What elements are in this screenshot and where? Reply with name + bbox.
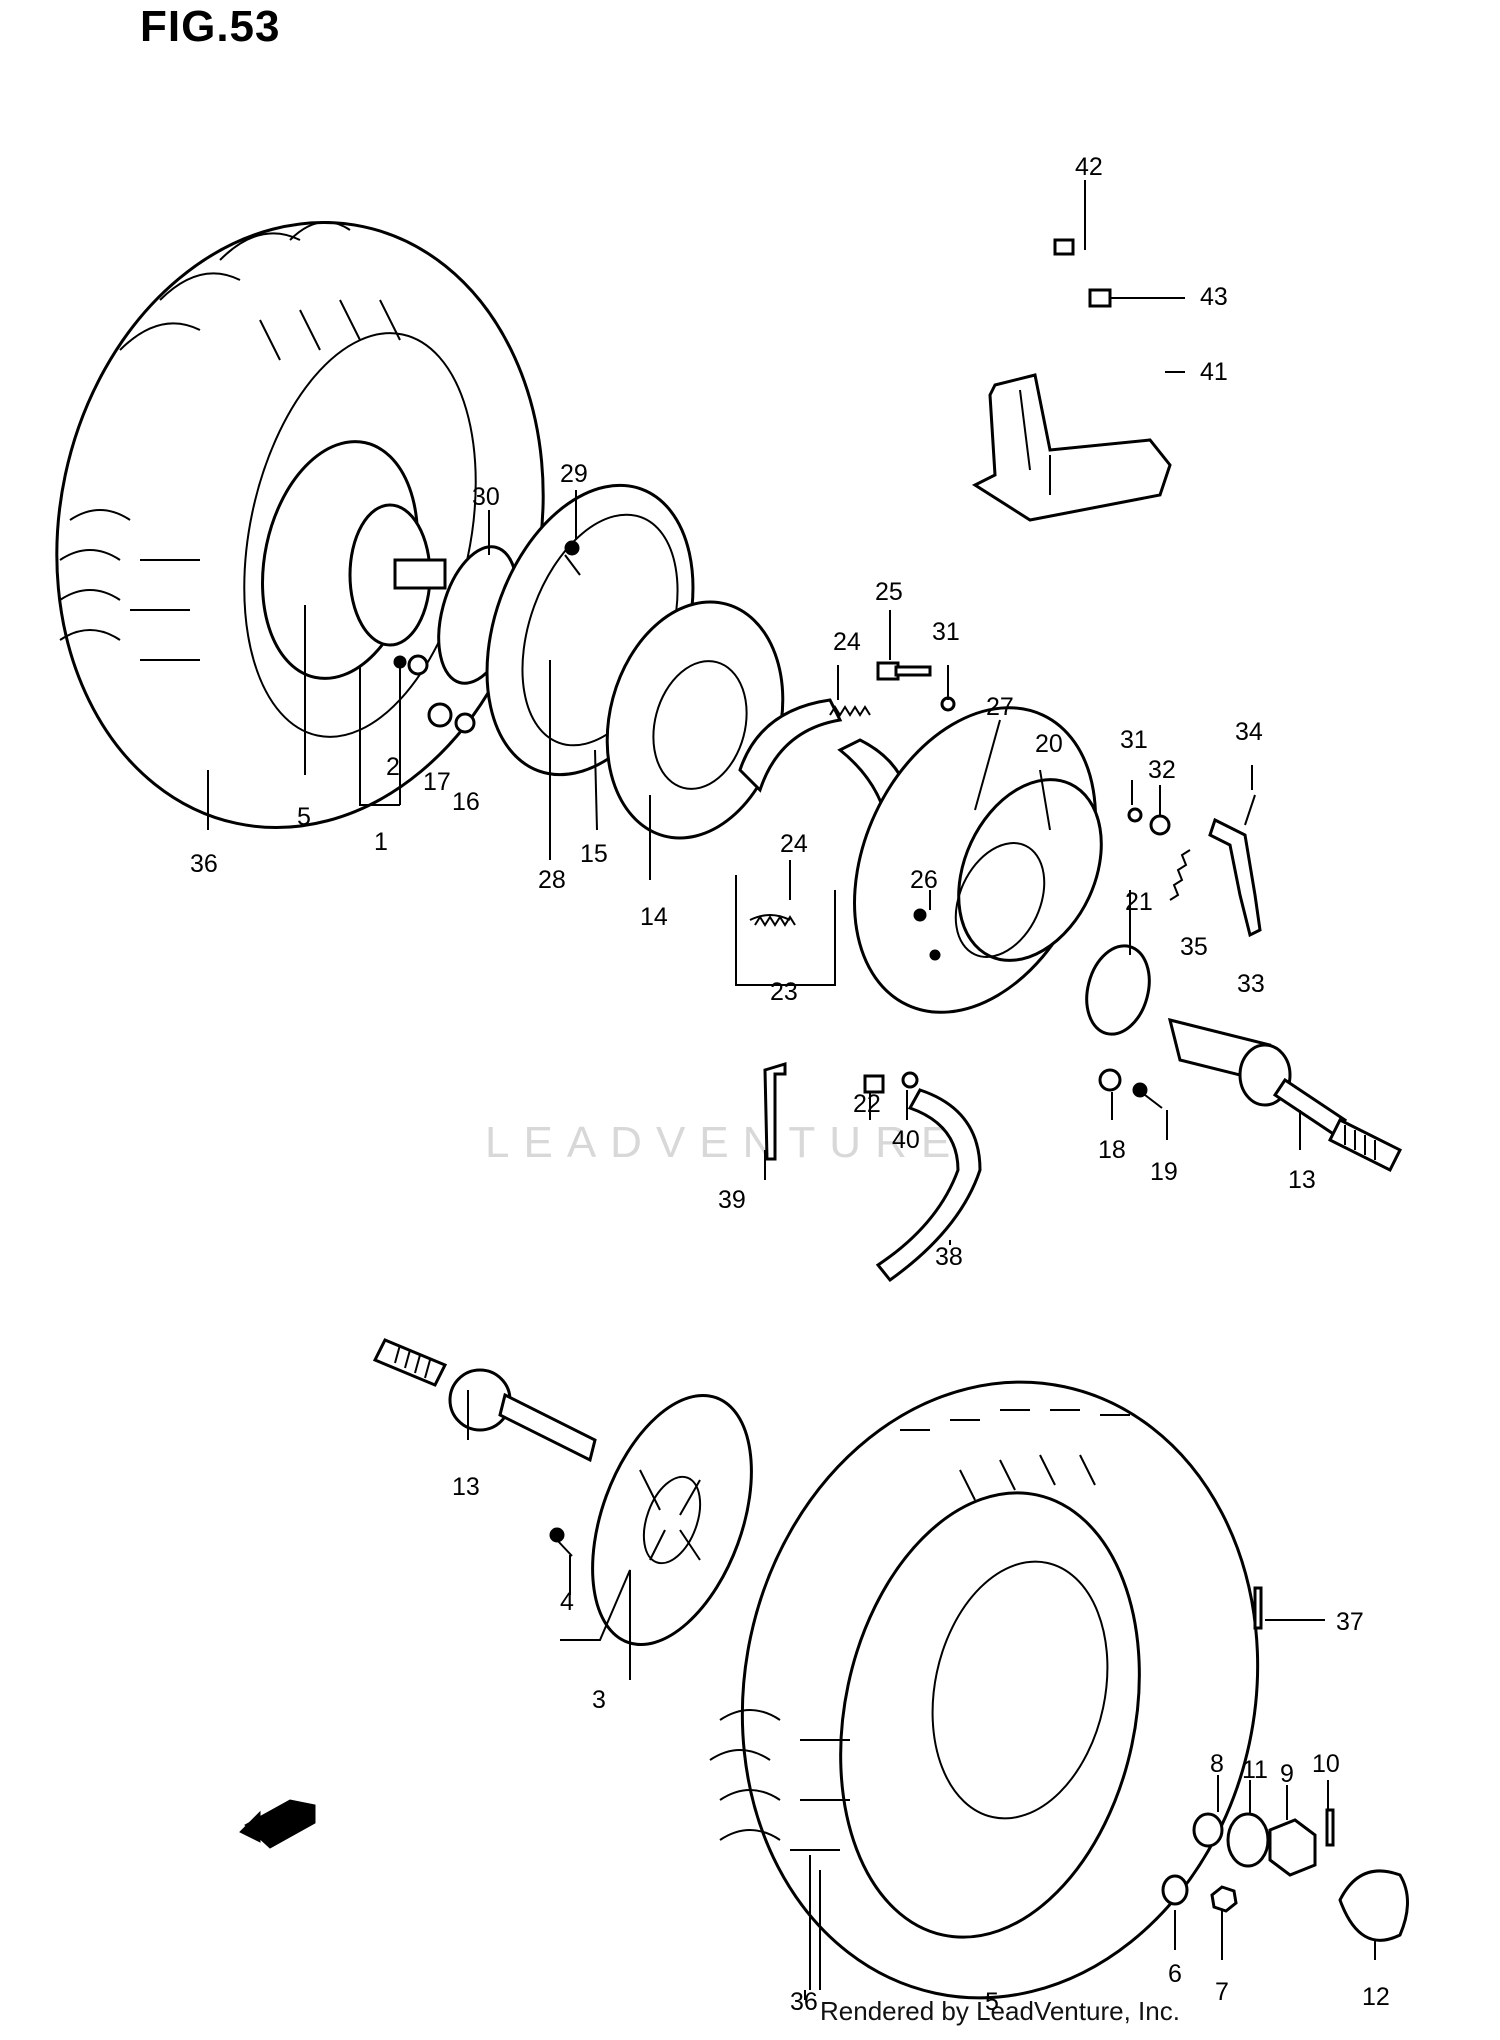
watermark-text: LEADVENTURE (485, 1118, 965, 1167)
callout-29: 29 (560, 460, 588, 488)
callout-31: 31 (932, 618, 960, 646)
washer-31 (1127, 807, 1143, 823)
cotter-pin-37 (1253, 1586, 1263, 1630)
callout-19: 19 (1150, 1158, 1178, 1186)
callout-27: 27 (986, 693, 1014, 721)
callout-2: 2 (386, 753, 400, 781)
callout-32: 32 (1148, 756, 1176, 784)
lower-tire (709, 1380, 1260, 2000)
callout-33: 33 (1237, 970, 1265, 998)
callout-24: 24 (833, 628, 861, 656)
bolt-42 (1053, 238, 1075, 256)
callout-18: 18 (1098, 1136, 1126, 1164)
callout-12: 12 (1362, 1983, 1390, 2011)
callout-28: 28 (538, 866, 566, 894)
callout-37: 37 (1336, 1608, 1364, 1636)
callout-14: 14 (640, 903, 668, 931)
callout-24b: 24 (780, 830, 808, 858)
figure-title: FIG.53 (140, 2, 281, 51)
forward-arrow-icon (239, 1799, 316, 1849)
callout-5: 5 (297, 803, 311, 831)
callout-40: 40 (892, 1126, 920, 1154)
bolt-43 (1088, 288, 1112, 308)
brake-backing-plate (853, 706, 1103, 1014)
callout-6: 6 (1168, 1960, 1182, 1988)
callout-16: 16 (452, 788, 480, 816)
castle-nut (1268, 1818, 1317, 1877)
washer-32 (1149, 814, 1171, 836)
callout-36b: 36 (790, 1988, 818, 2016)
callout-7: 7 (1215, 1978, 1229, 2006)
callout-13b: 13 (452, 1473, 480, 1501)
spring-upper (829, 705, 871, 717)
callout-5b: 5 (985, 1988, 999, 2016)
render-credit: Rendered by LeadVenture, Inc. (820, 1996, 1180, 2026)
upper-drive-shaft (1167, 1017, 1403, 1173)
mounting-bracket (971, 238, 1172, 522)
o-ring (1085, 944, 1151, 1036)
callout-21: 21 (1125, 888, 1153, 916)
washer-18 (1098, 1068, 1122, 1092)
callout-1: 1 (374, 828, 388, 856)
callout-13: 13 (1288, 1166, 1316, 1194)
callout-17: 17 (423, 768, 451, 796)
callout-10: 10 (1312, 1750, 1340, 1778)
callout-30: 30 (472, 483, 500, 511)
washer-11 (1226, 1812, 1270, 1868)
clip-40 (901, 1071, 919, 1089)
callout-39: 39 (718, 1186, 746, 1214)
callout-3: 3 (592, 1686, 606, 1714)
callout-38: 38 (935, 1243, 963, 1271)
callout-35: 35 (1180, 933, 1208, 961)
callout-labels: 1 2 3 4 5 5 6 7 8 9 10 11 12 13 13 14 15… (190, 153, 1390, 2016)
callout-8: 8 (1210, 1750, 1224, 1778)
callout-4: 4 (560, 1588, 574, 1616)
callout-31b: 31 (1120, 726, 1148, 754)
brake-arm (1208, 817, 1262, 938)
bolt-22 (863, 1074, 885, 1094)
lower-drive-shaft (372, 1338, 597, 1463)
spring-lower (754, 915, 796, 927)
bolt-34 (1244, 794, 1256, 826)
callout-23: 23 (770, 978, 798, 1006)
callout-9: 9 (1280, 1760, 1294, 1788)
bolt-4 (549, 1527, 573, 1557)
cable-guide (763, 1061, 787, 1161)
callout-36: 36 (190, 850, 218, 878)
breather-hose (875, 1088, 982, 1283)
cotter-pin-10 (1325, 1808, 1335, 1847)
bolt-19 (1132, 1082, 1163, 1109)
lower-hub (591, 1394, 753, 1646)
callout-25: 25 (875, 578, 903, 606)
leader-lines (207, 180, 1376, 2000)
return-spring (1169, 849, 1191, 901)
nut-6 (1161, 1874, 1189, 1906)
callout-34: 34 (1235, 718, 1263, 746)
callout-41: 41 (1200, 358, 1228, 386)
callout-42: 42 (1075, 153, 1103, 181)
upper-wheel-hub (261, 440, 476, 734)
callout-20: 20 (1035, 730, 1063, 758)
nut-7 (1210, 1885, 1238, 1913)
callout-26: 26 (910, 866, 938, 894)
callout-15: 15 (580, 840, 608, 868)
hub-cap (1338, 1869, 1409, 1942)
callout-22: 22 (853, 1090, 881, 1118)
washer-8 (1192, 1812, 1224, 1848)
callout-43: 43 (1200, 283, 1228, 311)
bolt-29 (564, 540, 581, 576)
callout-11: 11 (1242, 1756, 1268, 1784)
bolt-25 (876, 661, 956, 712)
